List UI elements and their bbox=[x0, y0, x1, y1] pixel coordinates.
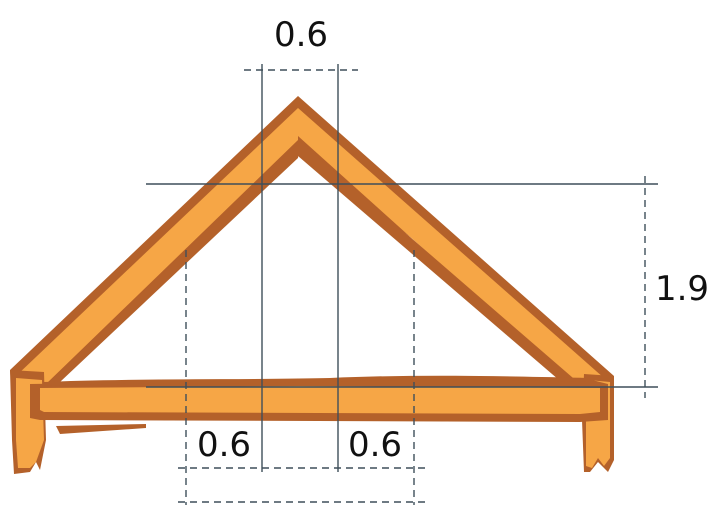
tie-beam-face bbox=[40, 386, 600, 414]
left-rafter-edge bbox=[44, 142, 300, 386]
roof-truss bbox=[10, 96, 614, 474]
right-rafter-edge bbox=[298, 140, 580, 386]
right-rafter bbox=[298, 108, 604, 386]
bottom-right-label: 0.6 bbox=[348, 425, 402, 465]
beam-splinter bbox=[56, 424, 146, 434]
height-label: 1.9 bbox=[655, 269, 708, 309]
bottom-left-label: 0.6 bbox=[197, 425, 251, 465]
tie-beam-top-edge bbox=[43, 375, 591, 386]
left-rafter bbox=[16, 108, 298, 390]
top-width-label: 0.6 bbox=[274, 15, 328, 55]
dimension-lines bbox=[146, 64, 658, 505]
